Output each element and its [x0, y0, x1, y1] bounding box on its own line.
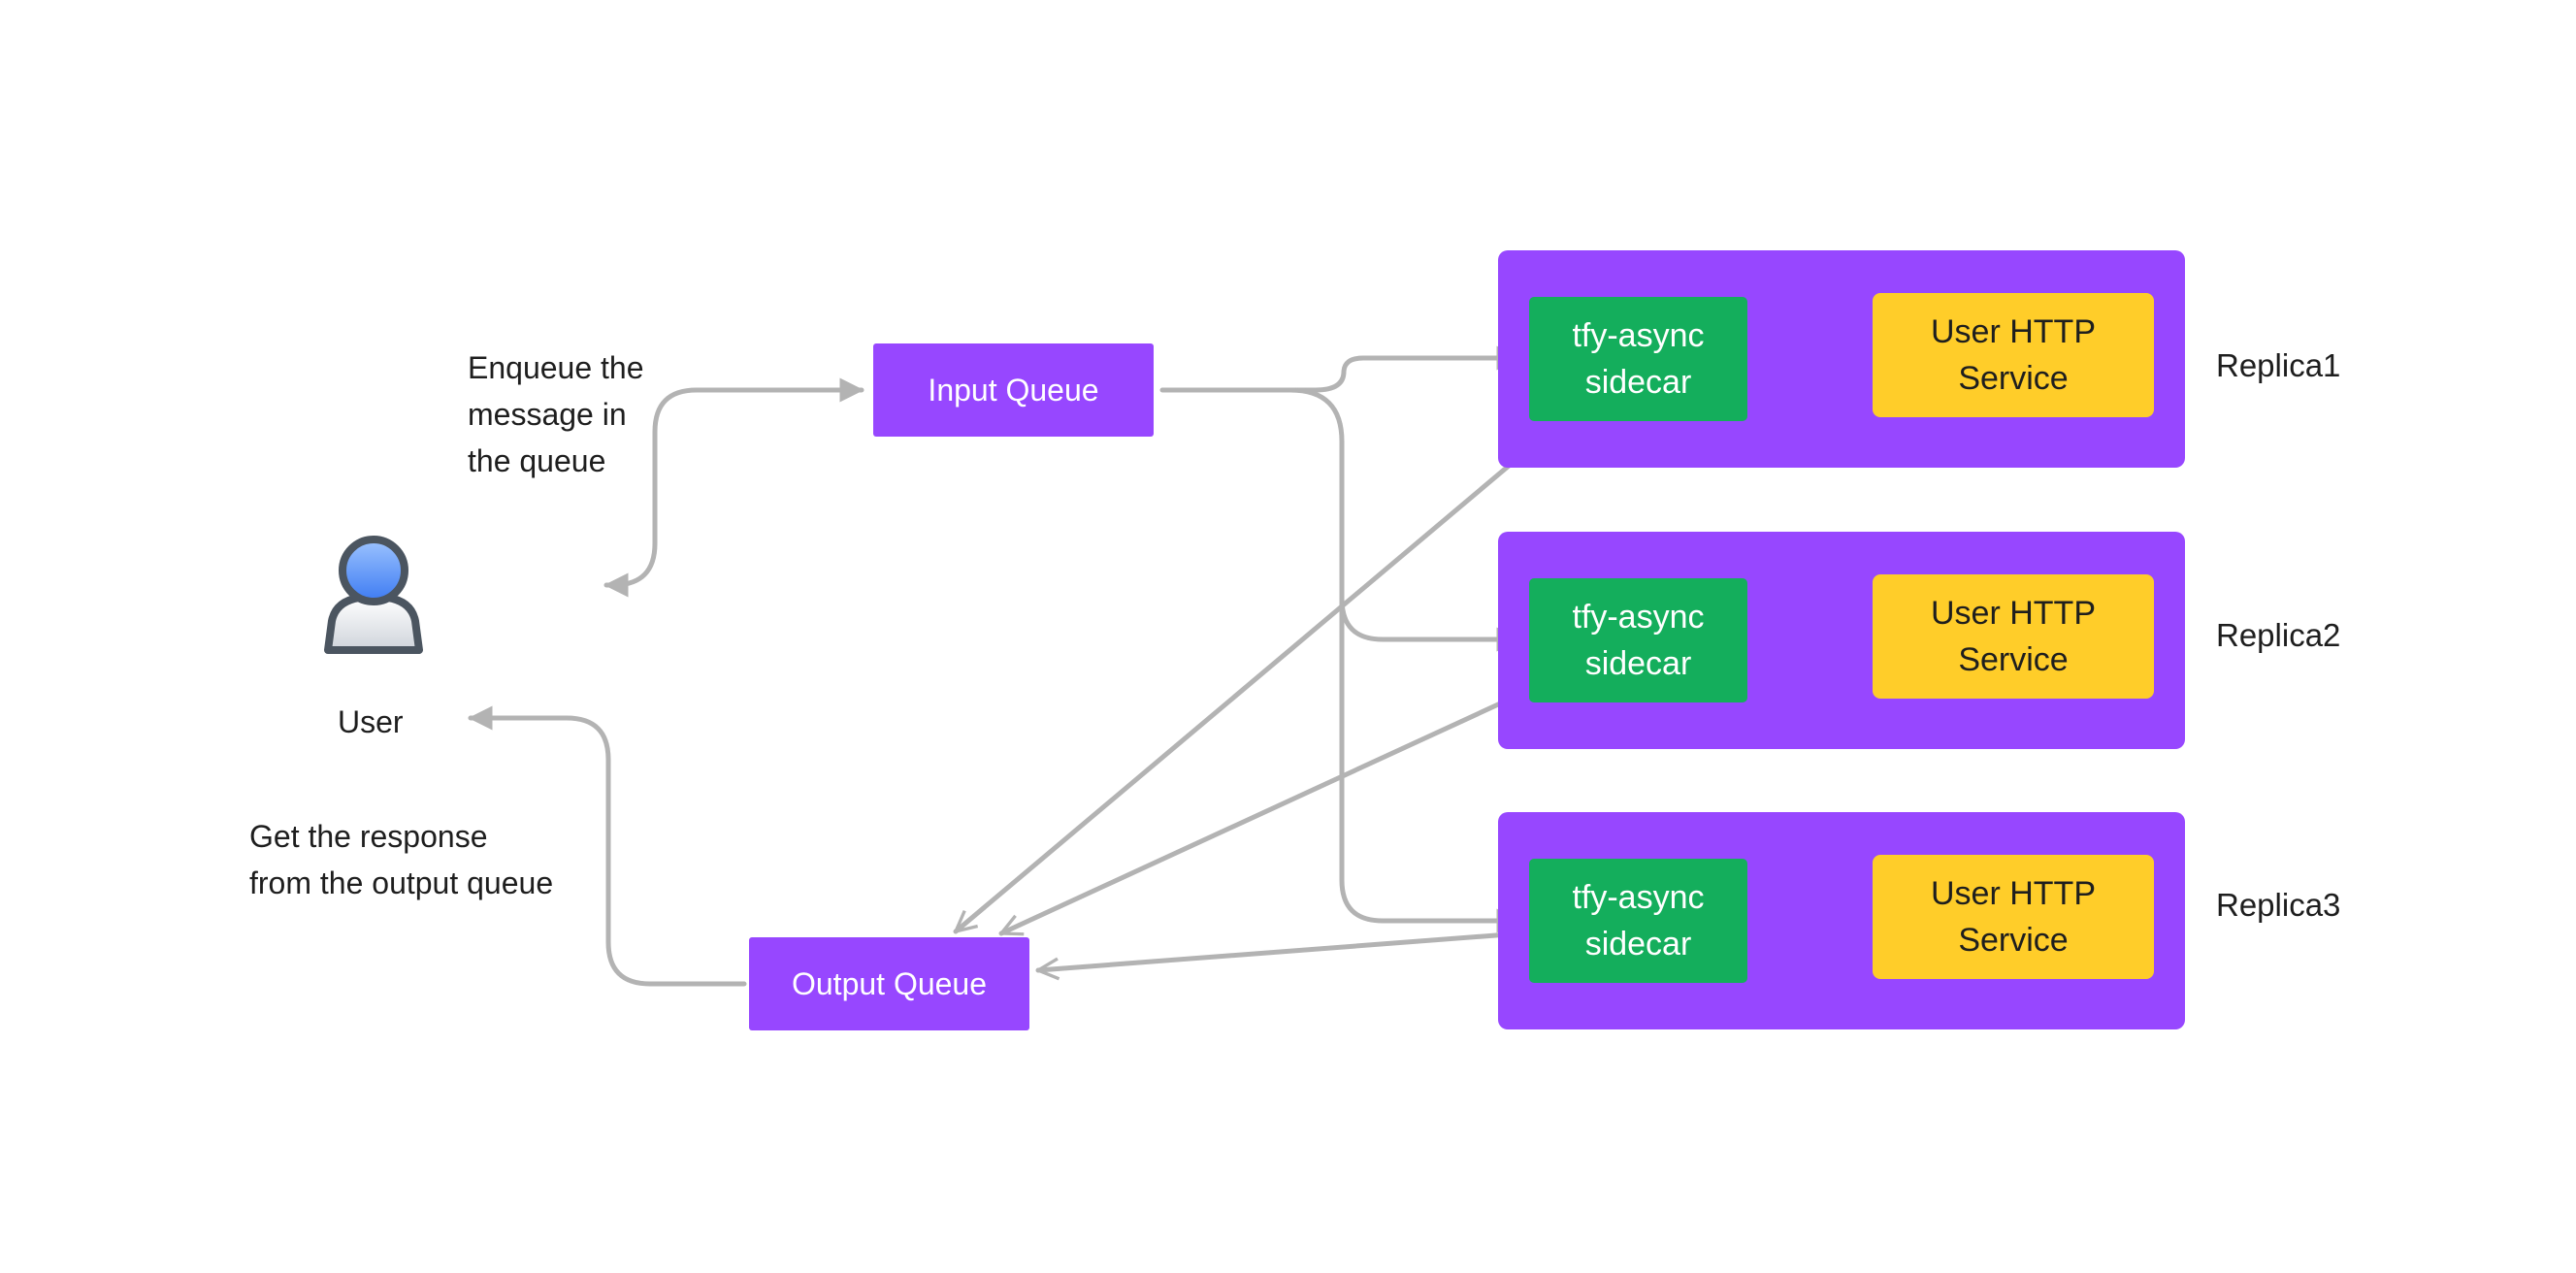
connector-replica1-output: [956, 422, 1560, 934]
replica-3-service: User HTTP Service: [1873, 855, 2154, 979]
replica-3-label: Replica3: [2216, 887, 2341, 923]
replica-3-sidecar-line-1: tfy-async: [1572, 879, 1705, 916]
input-queue: Input Queue: [873, 343, 1154, 437]
connector-input-replica2: [1288, 387, 1521, 652]
enqueue-note-line-1: Enqueue the: [468, 350, 644, 385]
replica-2-sidecar-line-1: tfy-async: [1572, 599, 1705, 636]
output-queue: Output Queue: [749, 937, 1029, 1030]
replica-1-sidecar-line-2: sidecar: [1584, 364, 1692, 401]
response-note-line-1: Get the response: [249, 819, 488, 854]
user-icon: [324, 536, 423, 654]
enqueue-note: Enqueue the message in the queue: [468, 344, 644, 484]
replica-1-service-line-1: User HTTP: [1931, 313, 2096, 350]
replica-3-sidecar-line-2: sidecar: [1584, 926, 1692, 963]
replica-3-sidecar: tfy-async sidecar: [1529, 859, 1747, 983]
connector-input-replica1: [1159, 345, 1521, 393]
replica-1-label: Replica1: [2216, 347, 2341, 383]
connector-replica3-output: [1038, 930, 1524, 970]
replica-2-service-line-1: User HTTP: [1931, 595, 2096, 632]
replica-2-sidecar-line-2: sidecar: [1584, 645, 1692, 682]
replica-1-service: User HTTP Service: [1873, 293, 2154, 417]
replica-2-service: User HTTP Service: [1873, 574, 2154, 699]
user-label: User: [338, 704, 404, 739]
connector-input-replica3: [1339, 596, 1521, 933]
replica-2-sidecar: tfy-async sidecar: [1529, 578, 1747, 702]
connector-replica2-output: [1001, 691, 1524, 936]
replica-3-service-line-1: User HTTP: [1931, 875, 2096, 912]
replica-2-label: Replica2: [2216, 617, 2341, 653]
replica-3-service-line-2: Service: [1958, 922, 2069, 959]
connector-user-input: [603, 377, 864, 598]
replica-1-sidecar: tfy-async sidecar: [1529, 297, 1747, 421]
replica-1-service-line-2: Service: [1958, 360, 2069, 397]
replica-2-service-line-2: Service: [1958, 641, 2069, 678]
connector-output-user: [468, 705, 747, 987]
enqueue-note-line-3: the queue: [468, 443, 606, 478]
enqueue-note-line-2: message in: [468, 397, 627, 432]
response-note-line-2: from the output queue: [249, 865, 554, 900]
replica-1-sidecar-line-1: tfy-async: [1572, 317, 1705, 354]
response-note: Get the response from the output queue: [249, 813, 553, 906]
